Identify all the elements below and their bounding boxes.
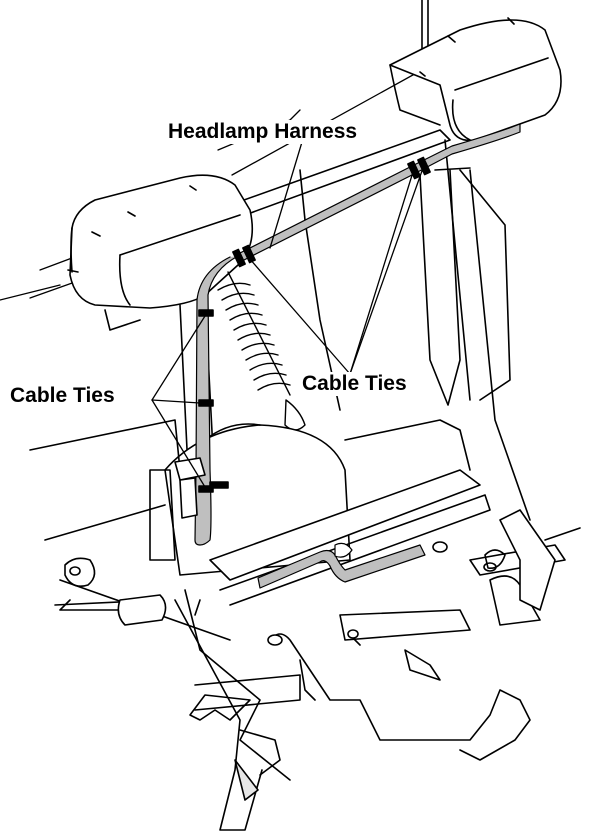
left-headlamp — [67, 174, 254, 331]
cable-ties — [198, 156, 431, 493]
rear-plate — [29, 419, 471, 611]
main-beam — [194, 469, 491, 616]
bolts — [69, 541, 497, 646]
lower-arms — [54, 557, 291, 831]
leader-lines — [151, 141, 424, 488]
pins — [189, 527, 581, 761]
spring — [217, 271, 306, 431]
headlamp-harness — [194, 123, 521, 589]
cable-ties-label-left: Cable Ties — [8, 384, 117, 408]
right-hitch — [484, 509, 556, 611]
lightbar-top — [229, 129, 471, 411]
uprights — [179, 167, 531, 521]
cable-ties-label-right: Cable Ties — [300, 372, 409, 396]
right-headlamp — [389, 17, 562, 142]
headlamp-harness-label: Headlamp Harness — [166, 120, 360, 144]
